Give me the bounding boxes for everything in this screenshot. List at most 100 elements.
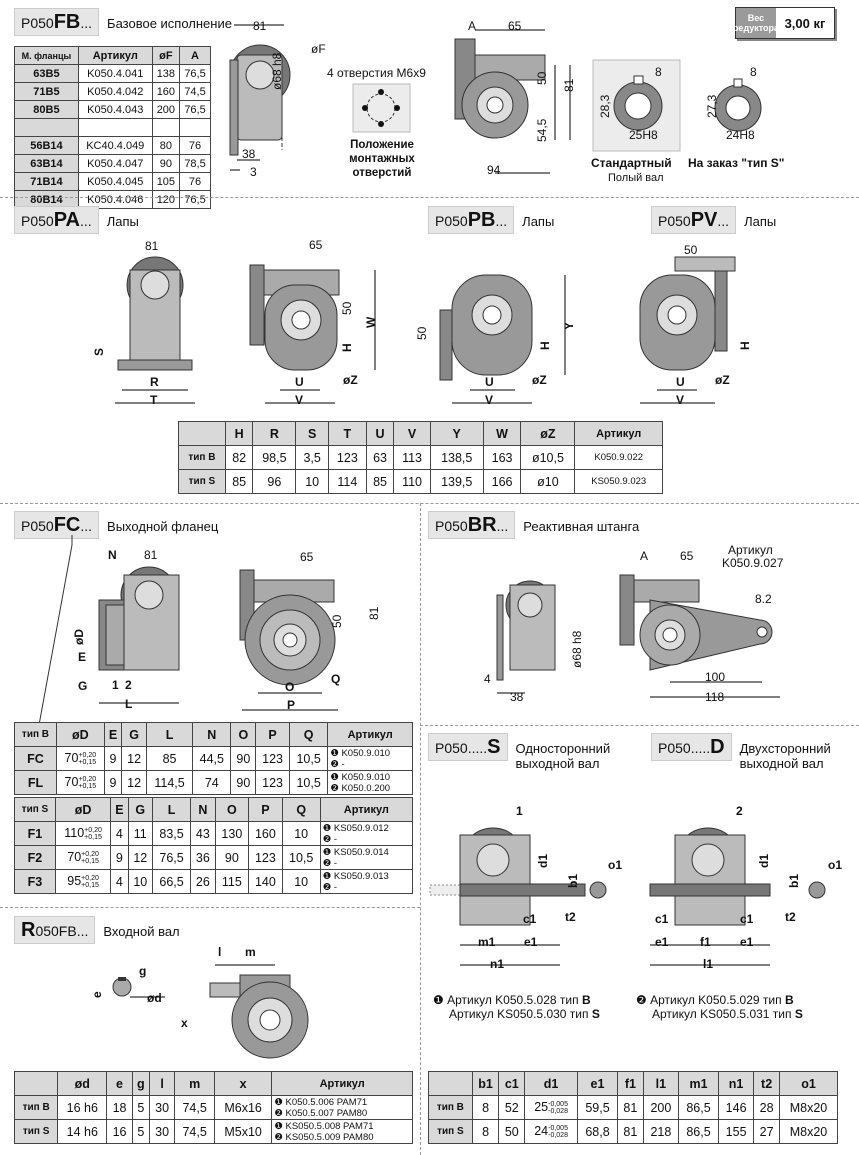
table-spacer — [14, 118, 211, 137]
pa-dim-v: V — [295, 393, 304, 407]
s-hollow-shaft-drawing — [714, 78, 762, 132]
pb-code: P050PB... — [428, 206, 515, 234]
d-marker-2: 2 — [736, 804, 743, 818]
r-label: Входной вал — [103, 924, 180, 939]
fc-dim-50: 50 — [330, 614, 344, 628]
fb-dim-545: 54,5 — [535, 118, 549, 142]
th-a: A — [179, 46, 211, 65]
pb-dim-h: H — [538, 341, 552, 350]
s-label: Односторонний выходной вал — [515, 741, 611, 771]
fc-code: P050FC... — [14, 511, 100, 539]
divider — [0, 907, 420, 908]
br-dim-118: 118 — [705, 690, 725, 704]
r-dim-m: m — [245, 945, 256, 959]
d-dim-t2: t2 — [785, 910, 796, 924]
weight-value: 3,00 кг — [784, 15, 826, 31]
std-caption: Стандартный — [591, 156, 672, 170]
br-dim-a: A — [640, 549, 649, 563]
s-marker-1: 1 — [516, 804, 523, 818]
fb-dim-68: ø68 h8 — [270, 52, 284, 90]
br-side-drawing — [496, 580, 556, 694]
section-d-header: P050.....D Двухсторонний выходной вал — [651, 733, 840, 771]
pb-dim-z: øZ — [532, 373, 547, 387]
divider — [420, 725, 859, 726]
pb-dim-y: Y — [562, 321, 576, 330]
br-dim-65: 65 — [680, 549, 694, 563]
d-dim-e1-right: e1 — [740, 935, 754, 949]
pa-side-drawing — [115, 256, 195, 404]
std-dim-283: 28,3 — [598, 94, 612, 118]
fb-dim-f: øF — [311, 42, 326, 56]
s-shaft-drawing — [429, 827, 607, 966]
fc-dim-p: P — [287, 698, 296, 712]
d-dim-o1: o1 — [828, 858, 843, 872]
br-dim-38: 38 — [510, 690, 524, 704]
fc-marker-1: 1 — [112, 678, 119, 692]
pv-dim-u: U — [676, 375, 685, 389]
fb-holes-caption: Положение монтажных отверстий — [349, 139, 415, 179]
s-dim-d1: d1 — [536, 853, 550, 868]
fc-dim-d: øD — [72, 629, 86, 645]
d-dim-e1-left: e1 — [655, 935, 669, 949]
section-s-header: P050.....S Односторонний выходной вал — [428, 733, 636, 771]
fb-dim-81b: 81 — [562, 78, 576, 92]
fb-dim-3: 3 — [250, 165, 257, 179]
std-hollow-shaft-drawing — [592, 59, 681, 152]
pb-dim-50: 50 — [415, 326, 429, 340]
d-dim-b1: b1 — [787, 873, 801, 888]
section-fb-header: P050FB... Базовое исполнение — [14, 8, 232, 36]
fb-holes-label: 4 отверстия M6x9 — [327, 66, 426, 80]
fc-dim-o: O — [285, 680, 295, 694]
fc-dim-81: 81 — [144, 548, 158, 562]
pa-dim-t: T — [150, 393, 158, 407]
d-code: P050.....D — [651, 733, 732, 761]
pb-label: Лапы — [522, 214, 555, 229]
fb-side-drawing — [229, 24, 291, 171]
std-dim-25: 25H8 — [629, 128, 658, 142]
s-code: P050.....S — [428, 733, 508, 761]
pa-dim-u: U — [295, 375, 304, 389]
std-dim-8: 8 — [655, 65, 662, 79]
d-dim-l1: l1 — [703, 957, 714, 971]
fc-dim-l: L — [125, 697, 133, 711]
fc-dim-65: 65 — [300, 550, 314, 564]
s-dim-24: 24H8 — [726, 128, 755, 142]
r-dim-e: e — [90, 991, 104, 998]
section-pa-header: P050PA... Лапы — [14, 206, 139, 234]
pa-dim-65: 65 — [309, 238, 323, 252]
s-dim-8: 8 — [750, 65, 757, 79]
pv-dim-z: øZ — [715, 373, 730, 387]
weight-box: Вес редуктора 3,00 кг — [733, 7, 835, 39]
pv-dim-50: 50 — [684, 243, 698, 257]
br-dim-82: 8.2 — [755, 592, 772, 606]
th-f: øF — [151, 46, 181, 65]
fb-dim-65: 65 — [508, 19, 522, 33]
fc-dim-n: N — [108, 548, 117, 562]
fb-front-drawing — [454, 29, 571, 174]
th-flange: М. фланцы — [14, 46, 79, 65]
pa-dim-h: H — [340, 343, 354, 352]
divider — [0, 503, 859, 504]
s-dim-t2: t2 — [565, 910, 576, 924]
br-dim-100: 100 — [705, 670, 726, 684]
fc-dim-81b: 81 — [367, 606, 381, 620]
section-br-header: P050BR... Реактивная штанга — [428, 511, 639, 539]
r-dim-l: l — [218, 945, 222, 959]
